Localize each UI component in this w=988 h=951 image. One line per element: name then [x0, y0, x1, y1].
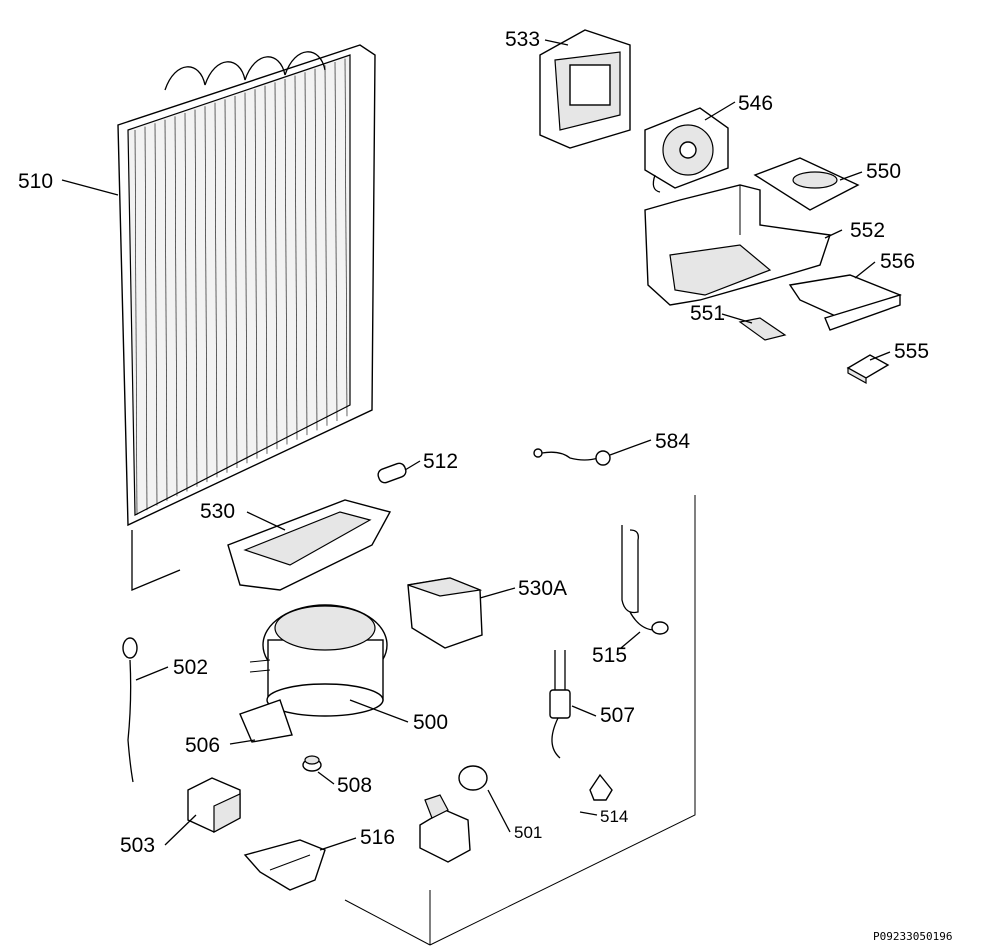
- label-584: 584: [655, 430, 690, 453]
- label-514: 514: [600, 807, 628, 826]
- label-530: 530: [200, 500, 235, 523]
- condenser-fin: [174, 116, 178, 497]
- label-530A: 530A: [518, 577, 567, 600]
- condenser-fin: [204, 106, 208, 483]
- label-546: 546: [738, 92, 773, 115]
- label-515: 515: [592, 644, 627, 667]
- condenser-fin: [184, 112, 188, 492]
- condenser-fin: [274, 82, 278, 450]
- drip-tray-530: [227, 499, 392, 591]
- condenser-510: [117, 44, 376, 591]
- label-552: 552: [850, 219, 885, 242]
- condenser-fin: [334, 61, 338, 422]
- label-507: 507: [600, 704, 635, 727]
- condenser-fin: [234, 95, 238, 469]
- document-code: P09233050196: [873, 930, 952, 943]
- condenser-fin: [284, 78, 288, 445]
- label-556: 556: [880, 250, 915, 273]
- condenser-fin: [314, 68, 318, 431]
- cover-plate-550: [753, 157, 860, 211]
- leader-lines: [61, 39, 891, 851]
- condenser-fin: [254, 89, 258, 459]
- condenser-fin: [324, 65, 328, 426]
- filter-555: [846, 354, 890, 385]
- label-500: 500: [413, 711, 448, 734]
- label-501: 501: [514, 823, 542, 842]
- drawer-556: [788, 274, 902, 331]
- condenser-fin: [224, 99, 228, 473]
- label-533: 533: [505, 28, 540, 51]
- label-502: 502: [173, 656, 208, 679]
- plate-551: [738, 317, 787, 341]
- fan-housing-533: [539, 29, 631, 149]
- condenser-fin: [214, 102, 218, 478]
- condenser-fin: [264, 85, 268, 454]
- part-514: [589, 773, 613, 801]
- label-551: 551: [690, 302, 725, 325]
- air-duct-552: [644, 184, 831, 306]
- relay-503: [187, 777, 241, 834]
- sensor-507: [549, 650, 571, 759]
- fan-546: [644, 107, 729, 193]
- condenser-fin: [304, 72, 308, 436]
- part-labels: 510 533 546 550 552 556 551 555 512 584 …: [18, 28, 952, 943]
- label-512: 512: [423, 450, 458, 473]
- label-516: 516: [360, 826, 395, 849]
- condenser-fin: [294, 75, 298, 440]
- thermostat-502: [122, 637, 138, 783]
- container-530A: [407, 577, 483, 649]
- condenser-fin: [144, 126, 148, 511]
- condenser-fin: [154, 123, 158, 506]
- cable-584: [533, 448, 611, 466]
- part-512: [377, 462, 407, 484]
- label-555: 555: [894, 340, 929, 363]
- condenser-fin: [164, 119, 168, 501]
- condenser-fin: [244, 92, 248, 464]
- label-503: 503: [120, 834, 155, 857]
- condenser-fin: [344, 58, 348, 417]
- label-510: 510: [18, 170, 53, 193]
- grommet-508: [302, 755, 322, 772]
- compressor-500: [249, 604, 388, 717]
- label-506: 506: [185, 734, 220, 757]
- bracket-506: [239, 699, 293, 743]
- label-550: 550: [866, 160, 901, 183]
- clips-516: [243, 839, 326, 891]
- valve-501: [419, 765, 488, 863]
- condenser-fin: [134, 129, 138, 516]
- heater-515: [621, 525, 669, 635]
- condenser-fin: [194, 109, 198, 487]
- label-508: 508: [337, 774, 372, 797]
- cabinet-outline: [344, 495, 696, 946]
